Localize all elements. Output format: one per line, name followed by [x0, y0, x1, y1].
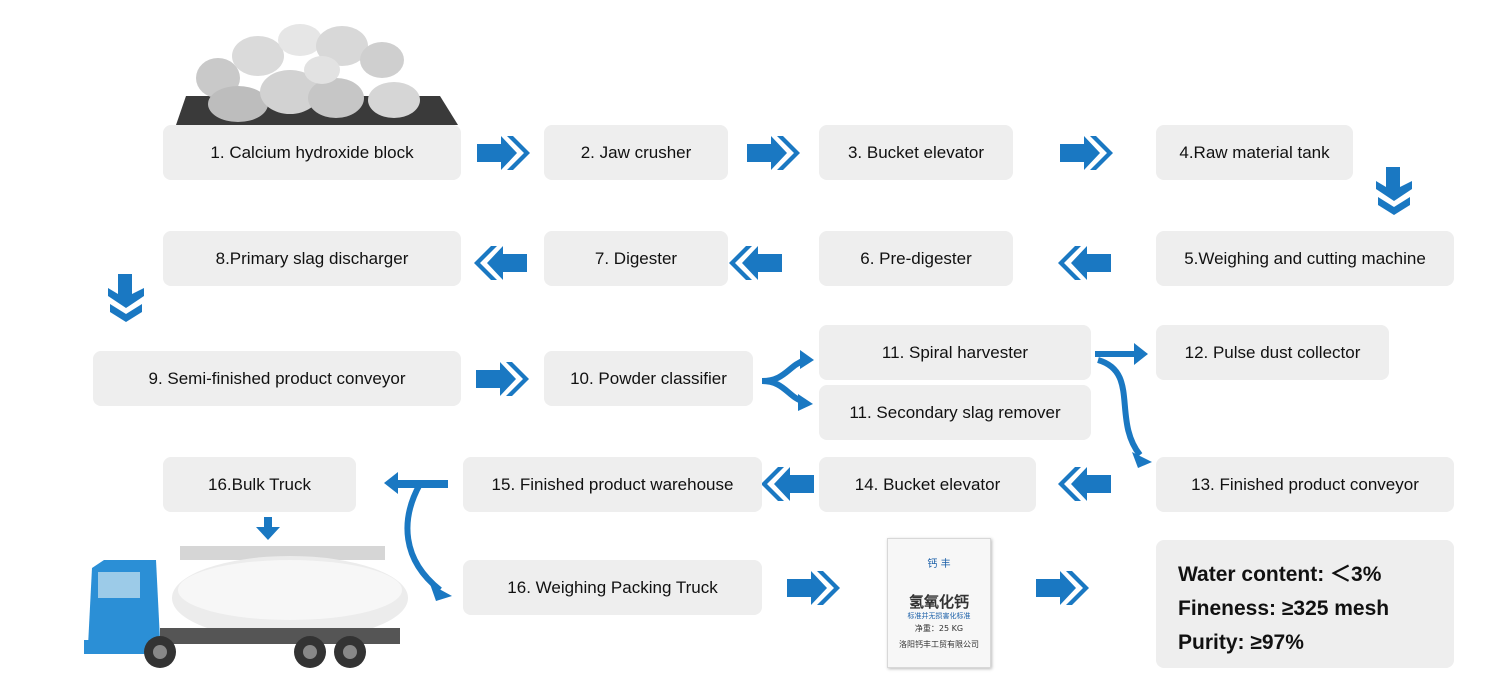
- step-4-raw-material-tank: 4.Raw material tank: [1156, 125, 1353, 180]
- spec-water-content: Water content: ＜3%: [1178, 563, 1382, 586]
- step-11-spiral-harvester: 11. Spiral harvester: [819, 325, 1091, 380]
- step-6-pre-digester: 6. Pre-digester: [819, 231, 1013, 286]
- step-9-semi-finished-conveyor: 9. Semi-finished product conveyor: [93, 351, 461, 406]
- arrow-left-icon: [474, 246, 527, 280]
- split-arrow-warehouse-icon: [384, 472, 452, 601]
- bag-standard: 标准并无损害化标准: [907, 612, 971, 620]
- arrow-right-icon: [1036, 571, 1089, 605]
- arrow-right-icon: [787, 571, 840, 605]
- calcium-hydroxide-bag-image: 钙 丰 氢氧化钙 标准并无损害化标准 净重：25 KG 洛阳钙丰工贸有限公司: [887, 538, 991, 668]
- bag-brand: 钙 丰: [927, 559, 951, 570]
- spec-fineness: Fineness: ≥325 mesh: [1178, 597, 1390, 620]
- arrow-left-icon: [761, 467, 814, 501]
- spec-purity: Purity: ≥97%: [1178, 631, 1304, 654]
- arrow-to-finished-conveyor-icon: [1097, 357, 1152, 468]
- bulk-truck-image: [84, 546, 408, 668]
- step-7-digester: 7. Digester: [544, 231, 728, 286]
- bag-net-weight: 净重：25 KG: [914, 624, 964, 633]
- product-specs-panel: Water content: ＜3% Fineness: ≥325 mesh P…: [1156, 540, 1454, 668]
- bag-company: 洛阳钙丰工贸有限公司: [899, 640, 979, 649]
- bag-product-name: 氢氧化钙: [908, 593, 969, 611]
- arrow-right-icon: [476, 362, 529, 396]
- step-11-secondary-slag-remover: 11. Secondary slag remover: [819, 385, 1091, 440]
- step-14-bucket-elevator: 14. Bucket elevator: [819, 457, 1036, 512]
- step-5-weighing-cutting-machine: 5.Weighing and cutting machine: [1156, 231, 1454, 286]
- arrow-right-icon: [747, 136, 800, 170]
- step-15-finished-product-warehouse: 15. Finished product warehouse: [463, 457, 762, 512]
- step-16-bulk-truck: 16.Bulk Truck: [163, 457, 356, 512]
- arrow-left-icon: [1058, 467, 1111, 501]
- arrow-left-icon: [729, 246, 782, 280]
- step-3-bucket-elevator: 3. Bucket elevator: [819, 125, 1013, 180]
- arrow-right-icon: [1060, 136, 1113, 170]
- arrow-to-dust-collector-icon: [1095, 343, 1148, 365]
- arrow-down-icon: [108, 274, 144, 322]
- step-13-finished-product-conveyor: 13. Finished product conveyor: [1156, 457, 1454, 512]
- step-12-pulse-dust-collector: 12. Pulse dust collector: [1156, 325, 1389, 380]
- arrow-down-icon: [1376, 167, 1412, 215]
- step-16-weighing-packing-truck: 16. Weighing Packing Truck: [463, 560, 762, 615]
- step-1-calcium-hydroxide-block: 1. Calcium hydroxide block: [163, 125, 461, 180]
- arrow-right-icon: [477, 136, 530, 170]
- step-8-primary-slag-discharger: 8.Primary slag discharger: [163, 231, 461, 286]
- step-2-jaw-crusher: 2. Jaw crusher: [544, 125, 728, 180]
- calcium-hydroxide-rocks-image: [176, 24, 458, 125]
- arrow-down-small-icon: [256, 517, 280, 540]
- step-10-powder-classifier: 10. Powder classifier: [544, 351, 753, 406]
- arrow-left-icon: [1058, 246, 1111, 280]
